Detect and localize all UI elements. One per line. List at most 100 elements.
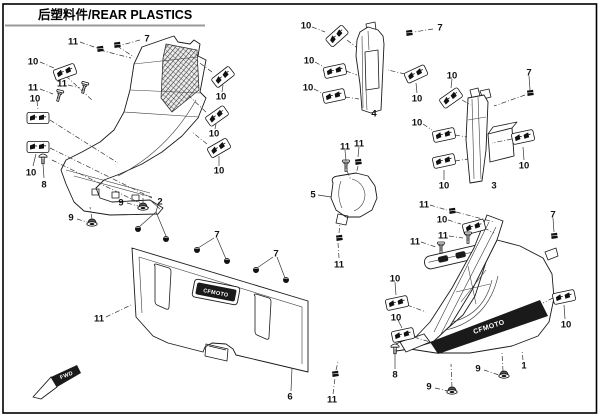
callout-label-10: 10 xyxy=(214,166,225,177)
push-clip-plate-icon xyxy=(26,141,50,153)
push-clip-plate-icon xyxy=(210,65,236,89)
callout-label-7: 7 xyxy=(214,230,219,241)
callout-leader-line xyxy=(429,204,448,211)
leader-line xyxy=(542,297,554,304)
callout-label-10: 10 xyxy=(437,215,448,226)
screw-icon xyxy=(342,159,350,172)
grommet-icon xyxy=(252,266,260,274)
callout-label-10: 10 xyxy=(412,118,423,129)
leader-line xyxy=(346,170,352,181)
callout-label-9: 9 xyxy=(475,364,480,375)
callout-label-10: 10 xyxy=(519,161,530,172)
callout-label-6: 6 xyxy=(287,392,292,403)
callout-leader-line xyxy=(155,204,159,213)
callout-leader-line xyxy=(450,78,453,89)
leader-line xyxy=(191,131,208,145)
push-clip-plate-icon xyxy=(26,112,50,124)
grommet-icon xyxy=(223,257,231,265)
callout-label-11: 11 xyxy=(334,260,345,271)
callout-leader-line xyxy=(415,82,418,94)
callout-leader-line xyxy=(313,88,323,94)
callout-label-11: 11 xyxy=(410,237,421,248)
push-clip-plate-icon xyxy=(510,128,536,146)
callout-label-11: 11 xyxy=(28,83,39,94)
leader-line xyxy=(51,159,151,209)
callout-leader-line xyxy=(105,304,132,318)
flange-bolt-icon xyxy=(446,386,458,395)
leader-line xyxy=(338,222,341,234)
callout-label-7: 7 xyxy=(437,23,442,34)
callout-leader-line xyxy=(483,369,500,376)
leader-line xyxy=(188,95,207,113)
grommet-icon xyxy=(193,246,201,254)
callout-label-10: 10 xyxy=(439,181,450,192)
callout-label-7: 7 xyxy=(273,249,278,260)
leader-line xyxy=(491,138,513,144)
callout-leader-line xyxy=(317,194,332,198)
callout-leader-line xyxy=(42,163,45,179)
fwd-direction-arrow: FWD xyxy=(32,365,81,400)
well-nut-icon xyxy=(526,89,535,97)
leader-line xyxy=(493,94,526,107)
part-1-right-rear-side-panel: CFMOTO xyxy=(393,214,559,354)
leader-line xyxy=(89,206,93,220)
leader-line xyxy=(116,45,135,58)
callout-leader-line xyxy=(197,237,215,249)
rocker-band xyxy=(430,300,548,354)
well-nut-icon xyxy=(331,370,340,378)
push-clip-plate-icon xyxy=(551,288,577,306)
callout-label-10: 10 xyxy=(216,92,227,103)
callout-label-4: 4 xyxy=(371,109,377,120)
callout-label-11: 11 xyxy=(438,231,449,242)
callout-leader-line xyxy=(314,61,325,68)
callout-label-8: 8 xyxy=(41,180,46,191)
callout-leader-line xyxy=(67,84,81,89)
callout-label-10: 10 xyxy=(304,56,315,67)
leader-line xyxy=(344,96,360,100)
part-4-pillar-trim xyxy=(355,21,385,114)
well-nut-icon xyxy=(405,29,414,37)
callout-leader-line xyxy=(76,218,88,223)
diagram-border xyxy=(2,3,598,414)
callout-leader-line xyxy=(155,211,167,237)
part-6-tailgate-panel: CFMOTO xyxy=(131,247,309,373)
callout-label-11: 11 xyxy=(419,200,430,211)
callout-leader-line xyxy=(563,304,566,320)
callout-label-10: 10 xyxy=(209,129,220,140)
tailgate-logo-plate: CFMOTO xyxy=(191,278,241,306)
well-nut-icon xyxy=(354,158,363,166)
callout-leader-line xyxy=(36,100,39,111)
callout-leader-line xyxy=(39,61,55,69)
callout-leader-line xyxy=(522,146,525,161)
callout-label-3: 3 xyxy=(491,181,496,192)
callout-label-10: 10 xyxy=(301,21,312,32)
callout-leader-line xyxy=(32,153,37,167)
flange-bolt-icon xyxy=(498,370,510,379)
leader-line xyxy=(49,147,153,199)
push-clip-plate-icon xyxy=(204,104,230,128)
page-title: 后塑料件/REAR PLASTICS xyxy=(38,7,192,22)
callout-label-7: 7 xyxy=(144,34,149,45)
callout-label-9: 9 xyxy=(426,382,431,393)
callout-leader-line xyxy=(344,149,347,162)
callout-label-2: 2 xyxy=(157,197,162,208)
leader-line xyxy=(413,336,431,343)
grommet-icon xyxy=(282,276,290,284)
callout-leader-line xyxy=(311,26,326,33)
callout-leader-line xyxy=(552,217,555,233)
leader-line xyxy=(387,69,406,75)
leader-line xyxy=(455,211,495,223)
push-clip-plate-icon xyxy=(384,294,410,312)
push-clip-plate-icon xyxy=(324,24,350,48)
callout-label-10: 10 xyxy=(391,313,402,324)
callout-leader-line xyxy=(126,202,139,207)
callout-leader-line xyxy=(138,211,157,228)
callout-label-11: 11 xyxy=(57,79,68,90)
leader-line xyxy=(196,60,213,73)
callout-leader-line xyxy=(434,387,449,392)
callout-leader-line xyxy=(216,237,227,260)
leader-line xyxy=(406,304,427,313)
leader-line xyxy=(454,158,469,162)
callout-leader-line xyxy=(214,123,217,130)
